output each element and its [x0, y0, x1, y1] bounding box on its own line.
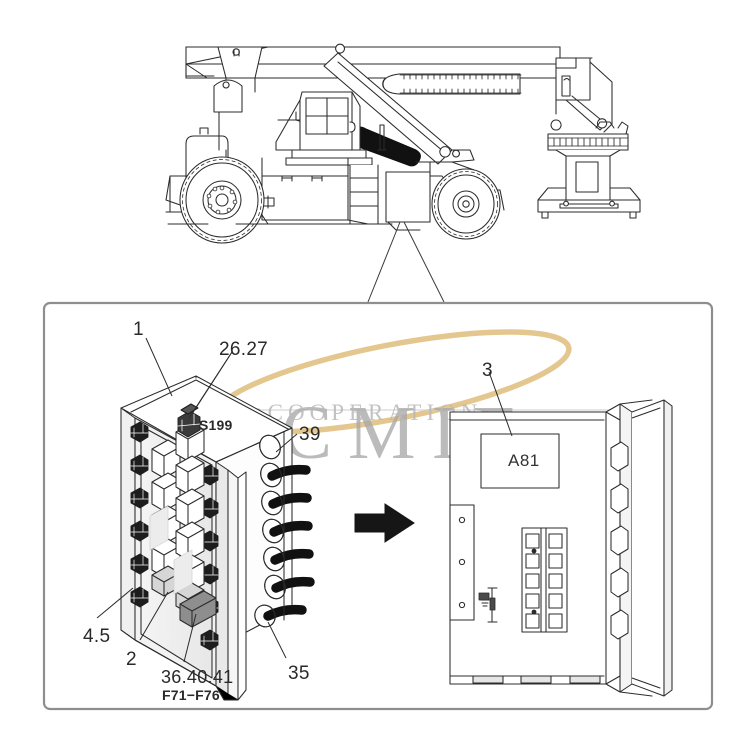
- callout-3-control-module: 3: [482, 360, 493, 381]
- callout-26-27-switch: 26.27: [219, 339, 269, 360]
- callout-s199-switch-designation: S199: [199, 417, 233, 433]
- callout-1-cabinet-housing: 1: [133, 319, 144, 340]
- callout-2-backplate: 2: [126, 649, 137, 670]
- callout-39-cable-bundle: 39: [299, 424, 321, 445]
- callout-36-40-41-fuses: 36.40.41: [161, 667, 234, 687]
- callout-4-5-door-panel: 4.5: [83, 626, 111, 647]
- label-a81-module: A81: [508, 451, 540, 470]
- callout-f71-f76-fuse-range: F71−F76: [162, 687, 220, 703]
- callout-35-grommet: 35: [288, 663, 310, 684]
